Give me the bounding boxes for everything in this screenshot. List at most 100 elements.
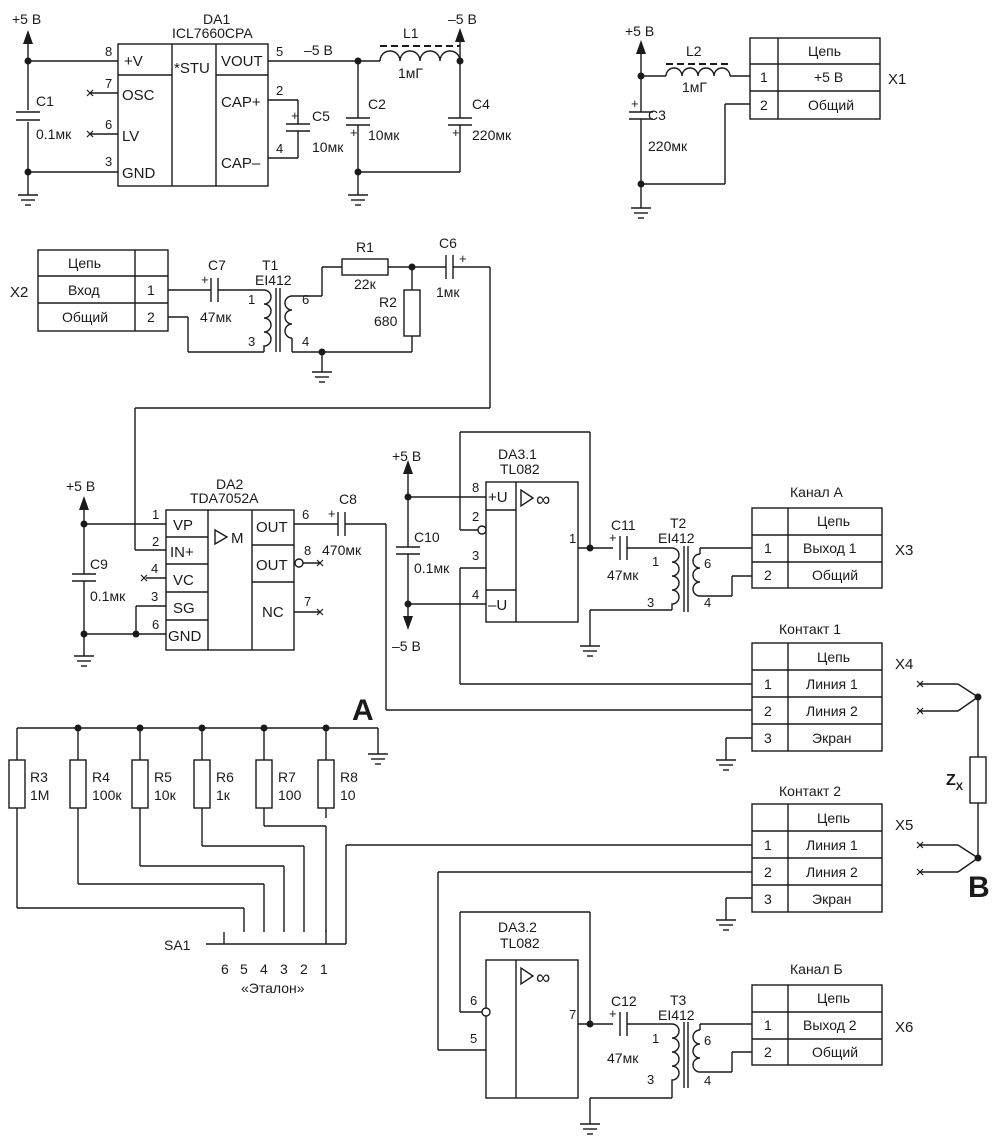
inverting-input-circle xyxy=(481,1007,491,1017)
x2-row2-name: Общий xyxy=(62,309,108,325)
x1-row1-num: 1 xyxy=(760,69,768,85)
t2-pin1: 1 xyxy=(652,554,659,569)
t2-pin6: 6 xyxy=(704,556,711,571)
c9-value: 0.1мк xyxy=(90,588,126,604)
da2-pin6-out-num: 6 xyxy=(302,507,309,522)
x1-row2-name: Общий xyxy=(808,97,854,113)
capacitor-c10 xyxy=(396,546,420,555)
da2-pin-vc: VC xyxy=(173,572,194,589)
da1-pin6-number: 6 xyxy=(105,117,112,132)
x5-row3-name: Экран xyxy=(812,891,852,907)
opamp-triangle-icon xyxy=(520,966,535,986)
da2-ref: DA2 xyxy=(216,476,243,492)
x6-title: Канал Б xyxy=(790,961,843,977)
da31-pin1-num: 1 xyxy=(569,531,576,546)
t2-pin4: 4 xyxy=(704,595,711,610)
t1-ref: T1 xyxy=(262,257,279,273)
da2-pin3-num: 3 xyxy=(151,589,158,604)
sa1-pos-1: 1 xyxy=(320,961,328,977)
inverting-input-circle xyxy=(477,525,487,535)
x3-row1-num: 1 xyxy=(764,540,772,556)
da2-symbol-m: M xyxy=(231,530,244,547)
no-connect-mark xyxy=(86,130,94,138)
x1-row2-num: 2 xyxy=(760,97,768,113)
capacitor-c2: + xyxy=(346,117,370,140)
x1-supply-arrow xyxy=(636,40,646,112)
c1-ref: C1 xyxy=(36,93,54,109)
da32-part: TL082 xyxy=(500,935,540,951)
da1-part: ICL7660CPA xyxy=(172,25,253,41)
no-connect-mark xyxy=(316,559,324,567)
output-supply-arrow xyxy=(455,28,465,61)
transformer-t3 xyxy=(671,1022,701,1088)
ground-symbol xyxy=(18,194,38,206)
da2-chip xyxy=(165,509,295,651)
da32-ref: DA3.2 xyxy=(498,919,537,935)
da32-chip xyxy=(485,959,579,1099)
c12-value: 47мк xyxy=(607,1050,639,1066)
x5-row3-num: 3 xyxy=(764,891,772,907)
x1-supply-label: +5 В xyxy=(625,23,654,39)
resistor-r8 xyxy=(317,759,335,809)
da2-pin-out: OUT xyxy=(256,519,288,536)
svg-text:+: + xyxy=(201,272,209,287)
x3-header: Цепь xyxy=(817,513,850,529)
da31-chip xyxy=(485,481,579,623)
da2-pin-out-inv: OUT xyxy=(256,557,288,574)
c8-ref: C8 xyxy=(339,491,357,507)
da2-pin-vp: VP xyxy=(173,517,193,534)
c4-value: 220мк xyxy=(472,127,512,143)
x2-header: Цепь xyxy=(68,255,101,271)
t1-pin3: 3 xyxy=(248,334,255,349)
resistor-r1 xyxy=(341,258,389,276)
x6-header: Цепь xyxy=(817,990,850,1006)
da1-pin2-number: 2 xyxy=(276,83,283,98)
da2-pin2-num: 2 xyxy=(152,534,159,549)
ground-symbol xyxy=(580,1123,600,1135)
c3-ref: C3 xyxy=(648,107,666,123)
capacitor-c7: + xyxy=(201,272,219,302)
t3-part: EI412 xyxy=(658,1007,695,1023)
da2-pin-nc: NC xyxy=(262,604,284,621)
da1-ref: DA1 xyxy=(203,11,230,27)
ground-symbol xyxy=(631,207,651,219)
sa1-pos-5: 5 xyxy=(240,961,248,977)
da31-pin-mu: –U xyxy=(488,597,507,614)
switch-sa1 xyxy=(206,930,327,945)
x4-row3-name: Экран xyxy=(812,730,852,746)
r8-ref: R8 xyxy=(340,769,358,785)
da2-part: TDA7052A xyxy=(190,490,259,506)
x6-row2-name: Общий xyxy=(812,1044,858,1060)
c2-value: 10мк xyxy=(368,127,400,143)
node-b-label: B xyxy=(968,871,990,904)
svg-text:+: + xyxy=(631,96,639,111)
c6-value: 1мк xyxy=(436,284,460,300)
x3-ref: X3 xyxy=(895,542,913,559)
svg-text:+: + xyxy=(452,125,460,140)
connector-x6 xyxy=(751,984,883,1066)
no-connect-mark xyxy=(86,89,94,97)
node-a-label: A xyxy=(352,694,374,727)
l1-ref: L1 xyxy=(403,25,419,41)
x4-row3-num: 3 xyxy=(764,730,772,746)
x3-row1-name: Выход 1 xyxy=(803,540,857,556)
capacitor-c12: + xyxy=(609,1006,628,1036)
r3-value: 1М xyxy=(30,787,49,803)
c5-value: 10мк xyxy=(312,139,344,155)
x5-title: Контакт 2 xyxy=(779,783,841,799)
x1-row1-name: +5 В xyxy=(814,69,843,85)
ground-symbol xyxy=(580,645,600,657)
c12-ref: C12 xyxy=(611,993,637,1009)
t3-ref: T3 xyxy=(670,992,687,1008)
connector-x3 xyxy=(751,507,883,589)
connector-x5 xyxy=(751,803,883,913)
resistor-r5 xyxy=(131,759,149,809)
c11-ref: C11 xyxy=(611,517,636,533)
da2-pin4-num: 4 xyxy=(151,561,158,576)
r7-ref: R7 xyxy=(278,769,296,785)
capacitor-c1 xyxy=(16,110,40,122)
ground-symbol xyxy=(716,759,736,771)
da31-ref: DA3.1 xyxy=(498,446,537,462)
da31-pin2-num: 2 xyxy=(472,509,479,524)
svg-text:+: + xyxy=(328,506,336,521)
